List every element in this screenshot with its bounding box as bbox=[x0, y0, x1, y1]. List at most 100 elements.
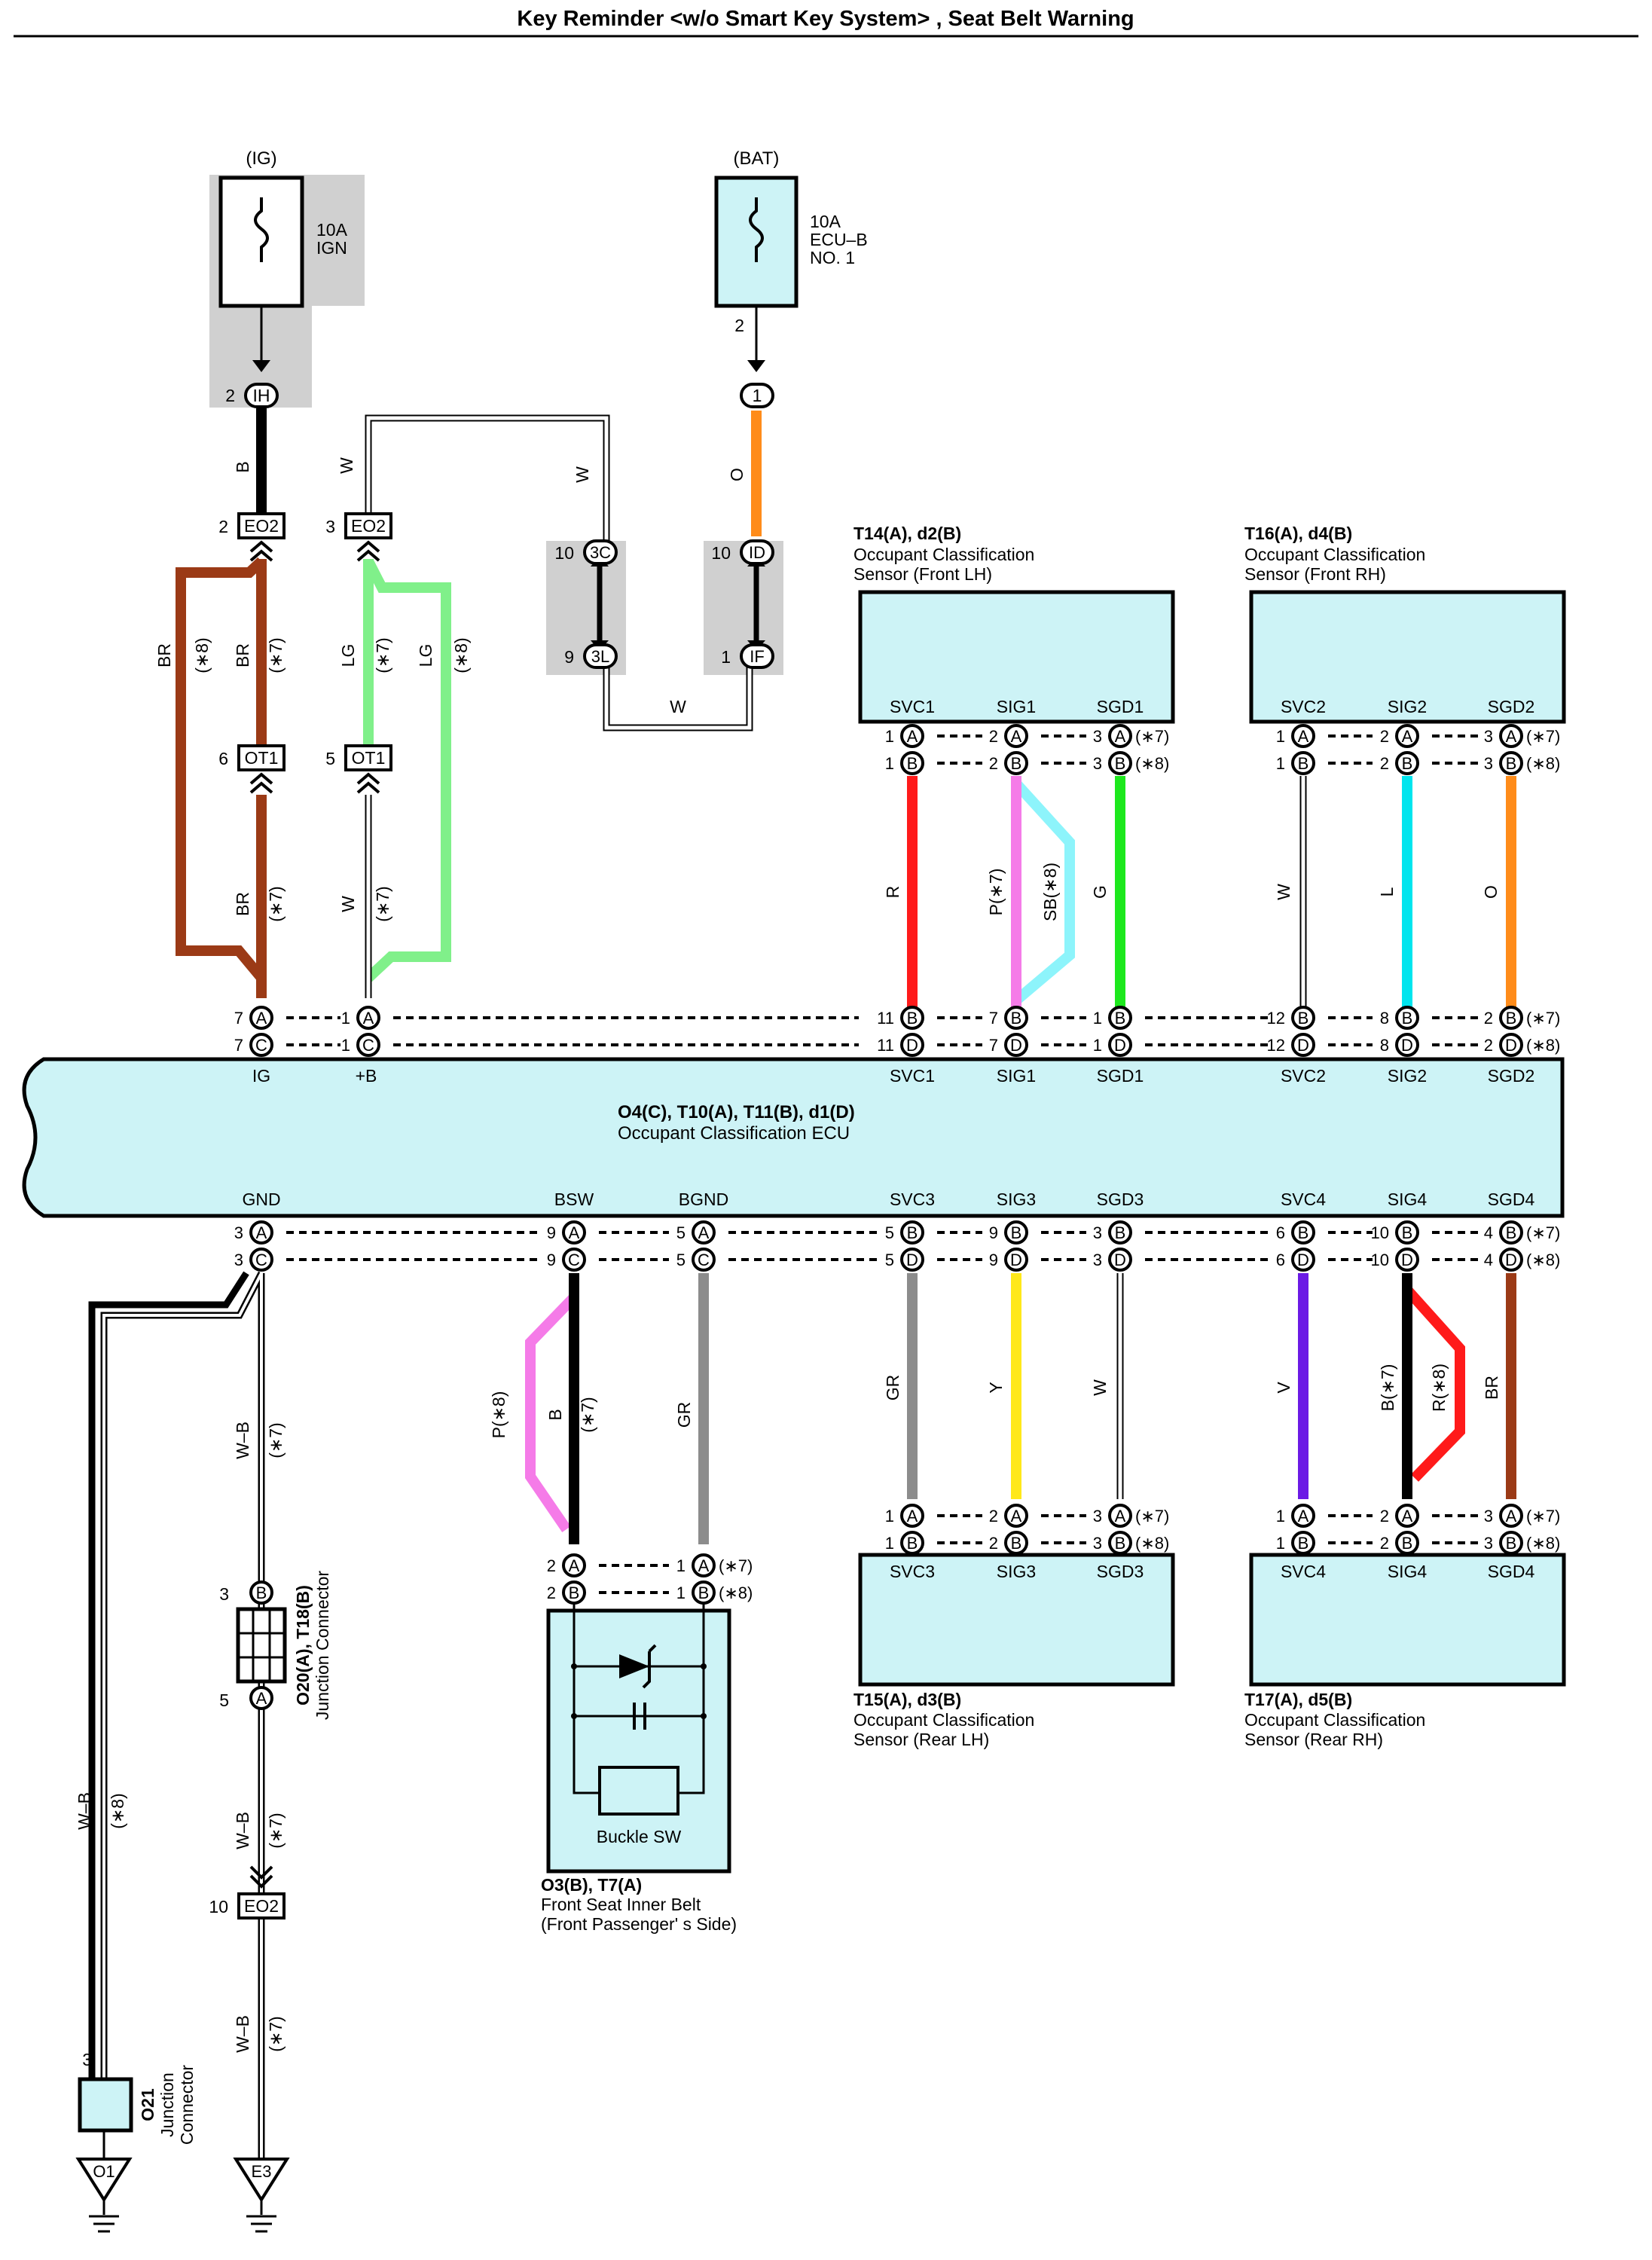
pin-number: 1 bbox=[885, 1507, 894, 1526]
pin-number: 1 bbox=[885, 1534, 894, 1553]
variant-mark: (∗7) bbox=[1526, 1223, 1560, 1242]
pin-number: 7 bbox=[989, 1036, 998, 1055]
pin-number: 3 bbox=[1484, 727, 1493, 746]
pin-circle bbox=[692, 1248, 716, 1272]
mark-label: (∗7) bbox=[578, 1397, 597, 1432]
pin-circle bbox=[1291, 1248, 1315, 1272]
pin-circle bbox=[1291, 1006, 1315, 1030]
connector-label: IH bbox=[253, 386, 270, 405]
pin-number: 5 bbox=[885, 1223, 894, 1242]
mark-label: (∗8) bbox=[451, 637, 471, 673]
pin-circle bbox=[1499, 1220, 1523, 1245]
fuse-bat-name: ECU–B bbox=[810, 230, 868, 249]
terminal-label: SIG1 bbox=[997, 697, 1036, 716]
pin-number: 4 bbox=[1484, 1223, 1493, 1242]
sensor-name: Sensor (Rear LH) bbox=[853, 1730, 989, 1749]
pin-number: 1 bbox=[1093, 1036, 1102, 1055]
pin-number: 5 bbox=[676, 1251, 686, 1269]
pin-letter: A bbox=[1011, 1507, 1022, 1526]
buckle-sw-label: Buckle SW bbox=[597, 1827, 682, 1846]
wire-p-8 bbox=[525, 1293, 579, 1532]
arrow-down-icon bbox=[747, 360, 765, 372]
terminal-label: SVC2 bbox=[1281, 1066, 1326, 1086]
pin-letter: D bbox=[1010, 1251, 1022, 1269]
mark-label: (∗7) bbox=[266, 886, 286, 921]
buckle-switch: Buckle SW bbox=[546, 1590, 731, 1874]
pin-number: 1 bbox=[1093, 1009, 1102, 1028]
sensor-name: Occupant Classification bbox=[853, 1710, 1034, 1730]
fuse-element-icon bbox=[254, 197, 269, 262]
pin-letter: B bbox=[1402, 1534, 1413, 1553]
pin-number: 1 bbox=[341, 1009, 350, 1028]
connector-bat-1 bbox=[740, 383, 774, 408]
pin-number: 1 bbox=[341, 1036, 350, 1055]
pin-circle bbox=[1108, 1248, 1132, 1272]
wire-label: G bbox=[1090, 885, 1110, 899]
pin-letter: B bbox=[1115, 1534, 1126, 1553]
terminal-label: SIG2 bbox=[1388, 1066, 1427, 1086]
ground-label: E3 bbox=[252, 2162, 272, 2181]
pin-letter: C bbox=[568, 1251, 580, 1269]
fuse-element-icon bbox=[749, 197, 764, 262]
pin-number: 2 bbox=[1380, 754, 1389, 773]
pin-number: 1 bbox=[1276, 754, 1285, 773]
pin-letter: A bbox=[1298, 727, 1309, 746]
arrow-down-icon bbox=[252, 360, 270, 372]
connector-label: ID bbox=[749, 543, 765, 562]
pin-letter: B bbox=[1011, 754, 1022, 773]
wire-label: BR bbox=[233, 643, 252, 667]
variant-mark: (∗7) bbox=[719, 1556, 753, 1575]
sensor-front-lh: T14(A), d2(B) Occupant Classification Se… bbox=[853, 524, 1175, 724]
variant-mark: (∗8) bbox=[1526, 754, 1560, 773]
pin-letter: C bbox=[255, 1036, 267, 1055]
connector-label: 1 bbox=[753, 386, 762, 405]
pin-circle bbox=[1291, 1220, 1315, 1245]
connector-eo2 bbox=[237, 1892, 286, 1919]
chevron-down-icon bbox=[249, 1865, 273, 1889]
wire-label: B bbox=[233, 461, 252, 472]
pin-circle bbox=[1499, 1006, 1523, 1030]
junction-name: Connector bbox=[177, 2065, 197, 2145]
pin-number: 1 bbox=[885, 754, 894, 773]
variant-mark: (∗7) bbox=[1526, 1507, 1560, 1526]
connector-id bbox=[740, 539, 774, 565]
ground-o1-icon: O1 bbox=[75, 2158, 133, 2233]
sensor-id: T17(A), d5(B) bbox=[1244, 1690, 1352, 1709]
pin-circle bbox=[1395, 1006, 1419, 1030]
pin-letter: B bbox=[698, 1584, 710, 1602]
pin-letter: A bbox=[1011, 727, 1022, 746]
junction-name: Junction Connector bbox=[313, 1571, 332, 1721]
mark-label: (∗8) bbox=[192, 637, 212, 673]
pin-number: 9 bbox=[989, 1251, 998, 1269]
pin-number: 2 bbox=[989, 727, 998, 746]
terminal-label: SVC3 bbox=[890, 1190, 935, 1209]
pin-number: 3 bbox=[234, 1223, 243, 1242]
sensor-id: T15(A), d3(B) bbox=[853, 1690, 961, 1709]
pin-circle bbox=[1291, 1531, 1315, 1555]
pin-circle bbox=[562, 1553, 586, 1577]
connector-ih bbox=[244, 383, 279, 408]
pin-letter: C bbox=[255, 1251, 267, 1269]
pin-letter: B bbox=[1115, 1009, 1126, 1028]
pin-letter: B bbox=[1506, 1534, 1517, 1553]
pin-letter: A bbox=[363, 1009, 374, 1028]
pin-letter: B bbox=[1506, 754, 1517, 773]
pin-number: 5 bbox=[885, 1251, 894, 1269]
pin-letter: A bbox=[1506, 727, 1517, 746]
sensor-name: Occupant Classification bbox=[1244, 1710, 1425, 1730]
pin-letter: A bbox=[1506, 1507, 1517, 1526]
pin-circle bbox=[692, 1220, 716, 1245]
pin-num: 1 bbox=[721, 647, 731, 667]
pin-num: 5 bbox=[219, 1690, 229, 1710]
variant-mark: (∗8) bbox=[719, 1584, 753, 1602]
pin-letter: B bbox=[907, 1009, 918, 1028]
pin-letter: B bbox=[1298, 1223, 1309, 1242]
pin-letter: D bbox=[1297, 1036, 1309, 1055]
sensor-name: Sensor (Front LH) bbox=[853, 564, 992, 584]
ecu-name: Occupant Classification ECU bbox=[618, 1123, 850, 1144]
pin-number: 10 bbox=[1371, 1223, 1389, 1242]
junction-name: Junction bbox=[157, 2072, 177, 2137]
pin-circle bbox=[900, 1248, 924, 1272]
